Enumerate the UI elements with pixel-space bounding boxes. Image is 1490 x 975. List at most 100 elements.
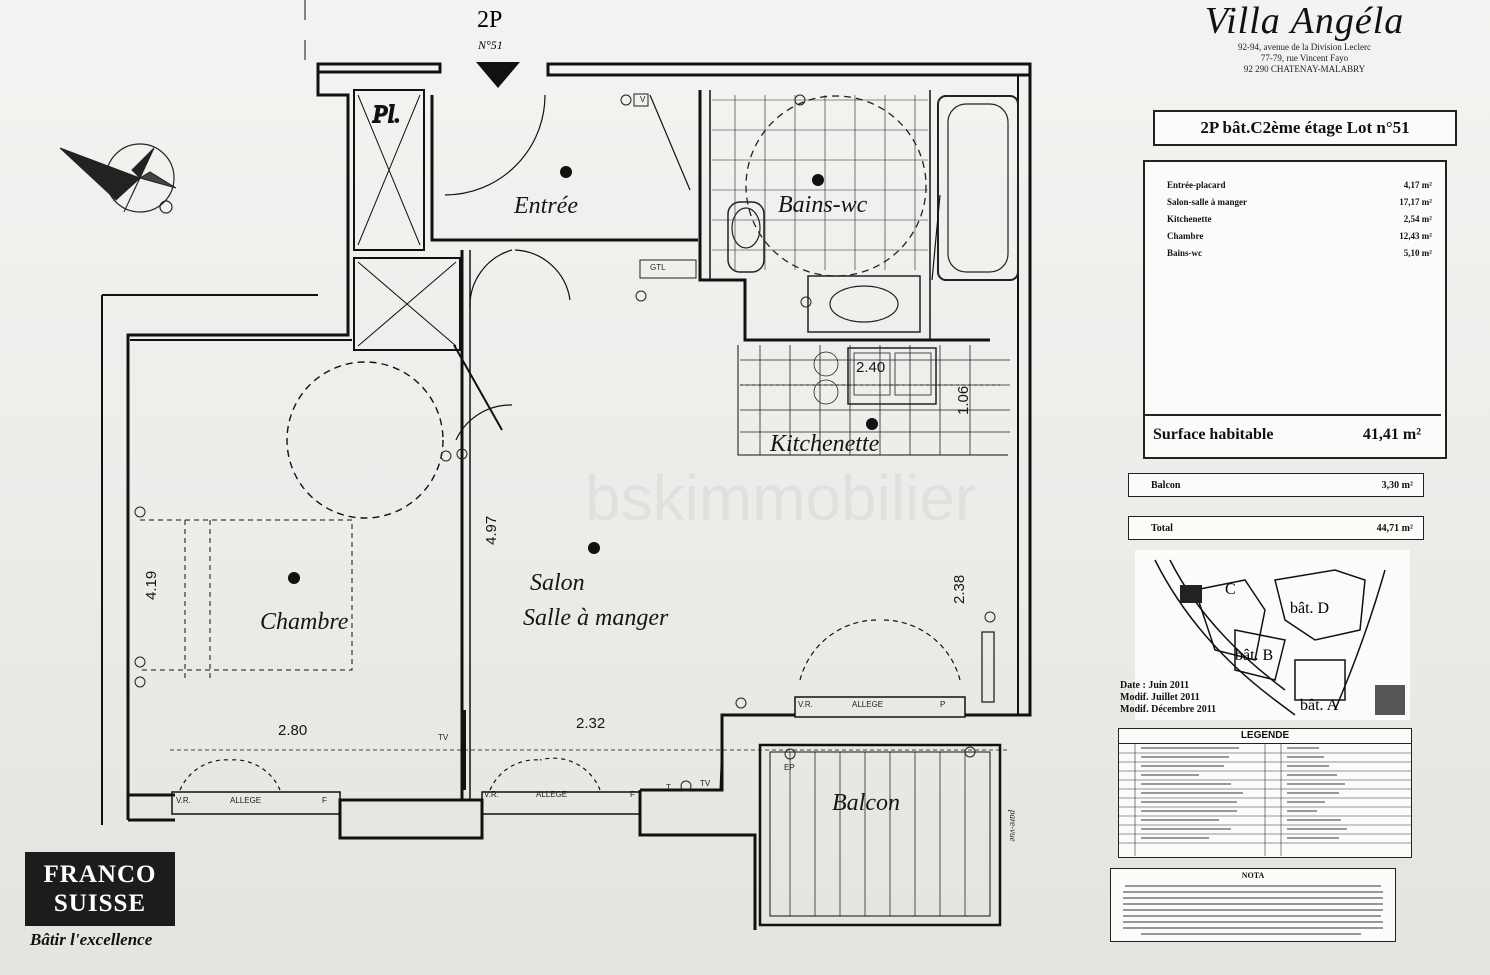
address-line-1: 92-94, avenue de la Division Leclerc [1238, 42, 1371, 52]
surface-room: Entrée-placard [1167, 180, 1226, 190]
site-plan-map: bât. D bât. B bât. A C [1135, 550, 1410, 720]
f-label: F [322, 796, 327, 805]
legend-box: LEGENDE [1118, 728, 1412, 858]
project-name: Villa Angéla [1204, 0, 1405, 42]
light-point-icon [560, 166, 572, 178]
date-line: Modif. Décembre 2011 [1120, 704, 1217, 715]
room-label-kitchenette: Kitchenette [769, 431, 880, 457]
site-label-d: bât. D [1290, 600, 1329, 617]
light-point-icon [288, 572, 300, 584]
outlet-icon [794, 94, 806, 106]
outlet-icon [440, 450, 452, 462]
room-label-balcon: Balcon [832, 790, 900, 816]
balcony-deck [758, 743, 1002, 927]
entrance-number: N°51 [477, 38, 503, 52]
total-area-box: Total 44,71 m² [1128, 516, 1424, 540]
bathroom-fixtures [712, 95, 1019, 333]
room-label-bains: Bains-wc [778, 192, 868, 218]
notes-text-lines [1123, 885, 1383, 935]
company-tagline: Bâtir l'excellence [30, 930, 153, 949]
company-logo: FRANCO SUISSE [25, 852, 175, 926]
dim-salon-height: 4.97 [483, 516, 500, 545]
placard-cabinet: Pl. [353, 89, 461, 351]
switch-icon [633, 93, 649, 107]
compass-rose-icon [59, 143, 177, 214]
allege-label: ALLEGE [852, 700, 883, 709]
lot-label: 2P bât.C2ème étage Lot n°51 [1200, 118, 1410, 137]
entrance-label: 2P [477, 7, 502, 33]
habitable-value: 41,41 m² [1362, 426, 1421, 443]
outlet-icon [964, 746, 976, 758]
surface-row: Bains-wc 5,10 m² [1167, 248, 1432, 258]
surface-value: 12,43 m² [1399, 231, 1432, 241]
outlet-icon [784, 748, 796, 760]
date-line: Modif. Juillet 2011 [1120, 692, 1200, 703]
kitchenette-tiles [740, 345, 1010, 455]
lot-label-box: 2P bât.C2ème étage Lot n°51 [1153, 110, 1457, 146]
surface-value: 17,17 m² [1399, 197, 1432, 207]
room-label-chambre: Chambre [260, 609, 349, 635]
outlet-icon [735, 697, 747, 709]
dim-kitchen-depth: 1.06 [955, 386, 972, 415]
company-name-line2: SUISSE [53, 890, 147, 917]
outlet-icon [620, 94, 632, 106]
light-point-icon [588, 542, 600, 554]
p-label: P [940, 700, 945, 709]
dim-chambre-width: 2.80 [278, 722, 307, 739]
window-sills [170, 631, 1010, 815]
allege-label: ALLEGE [536, 790, 567, 799]
habitable-label: Surface habitable [1153, 426, 1274, 443]
door-swings [140, 94, 961, 791]
notes-title: NOTA [1241, 871, 1265, 880]
surface-room: Salon-salle à manger [1167, 197, 1247, 207]
surface-value: 2,54 m² [1403, 214, 1432, 224]
site-label-b: bât. B [1235, 647, 1273, 664]
f-label: F [630, 790, 635, 799]
ep-label: EP [784, 763, 795, 772]
dim-kitchen-width: 2.40 [856, 359, 885, 376]
legend-title: LEGENDE [1119, 729, 1411, 744]
address-line-3: 92 290 CHATENAY-MALABRY [1243, 64, 1366, 74]
room-label-entree: Entrée [513, 193, 578, 219]
dim-chambre-height: 4.19 [143, 571, 160, 600]
outlet-icon [984, 611, 996, 623]
vr-label: V.R. [484, 790, 499, 799]
balcony-area-value: 3,30 m² [1381, 479, 1413, 491]
room-label-placard: Pl. [372, 102, 400, 128]
site-hatch [1375, 685, 1405, 715]
outlet-icon [635, 290, 647, 302]
light-point-icon [866, 418, 878, 430]
entrance-arrow-icon [476, 62, 520, 88]
surface-room: Kitchenette [1167, 214, 1212, 224]
total-area-label: Total [1151, 522, 1173, 534]
habitable-surface-row: Surface habitable 41,41 m² [1145, 414, 1441, 454]
ceiling-light-points [288, 166, 878, 584]
outlet-icon [134, 506, 146, 518]
dim-salon-right: 2.38 [951, 575, 968, 604]
surface-row: Kitchenette 2,54 m² [1167, 214, 1432, 224]
legend-rows [1119, 744, 1411, 856]
outlet-icon [134, 676, 146, 688]
outlet-icon [134, 656, 146, 668]
surface-value: 5,10 m² [1403, 248, 1432, 258]
outlet-icon [800, 296, 812, 308]
surface-value: 4,17 m² [1403, 180, 1432, 190]
total-area-value: 44,71 m² [1376, 522, 1413, 534]
site-label-c: C [1225, 581, 1236, 598]
project-title-block: Villa Angéla 92-94, avenue de la Divisio… [1137, 0, 1472, 92]
gtl-label: GTL [650, 263, 666, 272]
v-label: V [640, 95, 646, 104]
surface-room: Bains-wc [1167, 248, 1203, 258]
outlet-icon [456, 448, 468, 460]
balcony-area-label: Balcon [1151, 479, 1181, 491]
surface-row: Salon-salle à manger 17,17 m² [1167, 197, 1432, 207]
room-label-salle-a-manger: Salle à manger [523, 605, 669, 631]
electrical-outlets [134, 93, 996, 792]
fixture-labels: V.R. ALLEGE F V.R. ALLEGE F V.R. ALLEGE … [176, 95, 1018, 842]
vr-label: V.R. [798, 700, 813, 709]
vr-label: V.R. [176, 796, 191, 805]
tv-label: TV [438, 733, 449, 742]
notes-box: NOTA [1110, 868, 1396, 942]
